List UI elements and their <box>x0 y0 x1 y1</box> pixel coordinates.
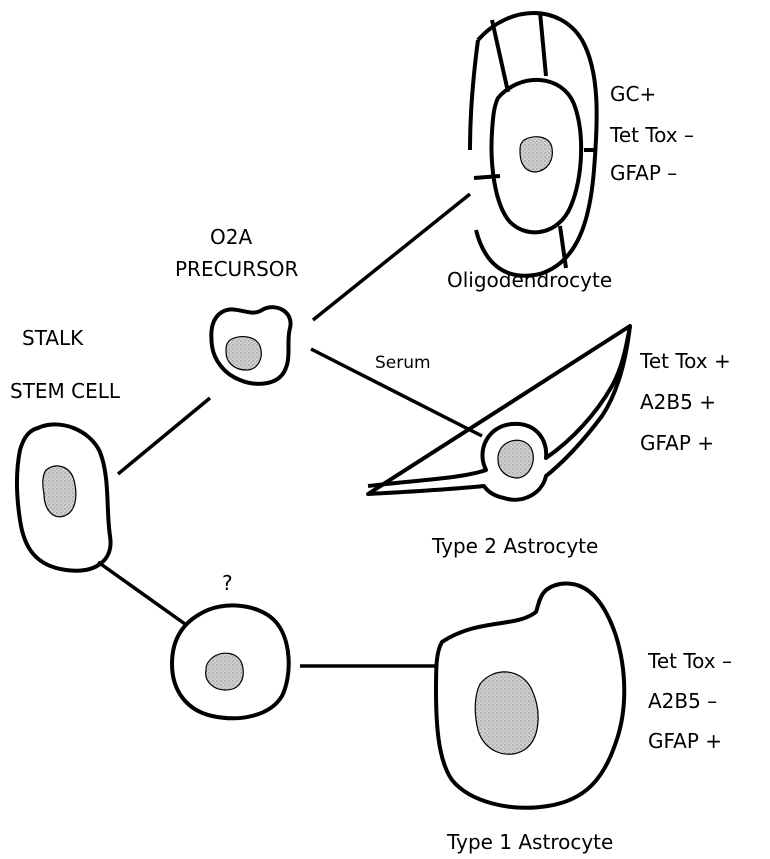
type2-marker: Tet Tox + <box>639 349 731 373</box>
type1-astrocyte-label: Type 1 Astrocyte <box>446 830 613 854</box>
oligodendrocyte-nucleus <box>520 137 552 172</box>
stem-cell <box>17 424 111 570</box>
link-stem-to-o2a <box>118 398 210 474</box>
o2a-label-line1: O2A <box>210 225 252 249</box>
type2-astrocyte-label: Type 2 Astrocyte <box>431 534 598 558</box>
oligodendrocyte-cell <box>470 12 597 276</box>
oligodendrocyte-marker: GFAP – <box>610 161 677 185</box>
type1-marker: GFAP + <box>648 729 722 753</box>
o2a-precursor-cell <box>211 307 290 384</box>
unknown-cell-nucleus <box>206 653 244 690</box>
o2a-precursor-nucleus <box>226 337 261 370</box>
unknown-cell-label: ? <box>222 571 233 595</box>
oligodendrocyte-markers: GC+ Tet Tox – GFAP – <box>609 82 694 185</box>
type1-marker: Tet Tox – <box>647 649 732 673</box>
link-o2a-to-oligodendrocyte <box>313 194 470 320</box>
stem-label-line1: STALK <box>22 326 84 350</box>
type2-marker: A2B5 + <box>640 390 716 414</box>
type2-astrocyte-nucleus <box>498 440 533 478</box>
oligodendrocyte-marker: Tet Tox – <box>609 123 694 147</box>
link-stem-to-unknown <box>98 562 185 624</box>
stem-label-line2: STEM CELL <box>10 379 121 403</box>
type2-astrocyte-markers: Tet Tox + A2B5 + GFAP + <box>639 349 731 455</box>
oligodendrocyte-marker: GC+ <box>610 82 656 106</box>
o2a-label-line2: PRECURSOR <box>175 257 299 281</box>
serum-label: Serum <box>375 353 431 373</box>
oligodendrocyte-label: Oligodendrocyte <box>447 268 612 292</box>
unknown-intermediate-cell <box>172 605 289 718</box>
type1-marker: A2B5 – <box>648 689 717 713</box>
stem-cell-nucleus <box>43 466 76 517</box>
type1-astrocyte-markers: Tet Tox – A2B5 – GFAP + <box>647 649 732 753</box>
type2-marker: GFAP + <box>640 431 714 455</box>
type1-astrocyte-cell <box>436 583 624 807</box>
type1-astrocyte-nucleus <box>475 672 538 754</box>
